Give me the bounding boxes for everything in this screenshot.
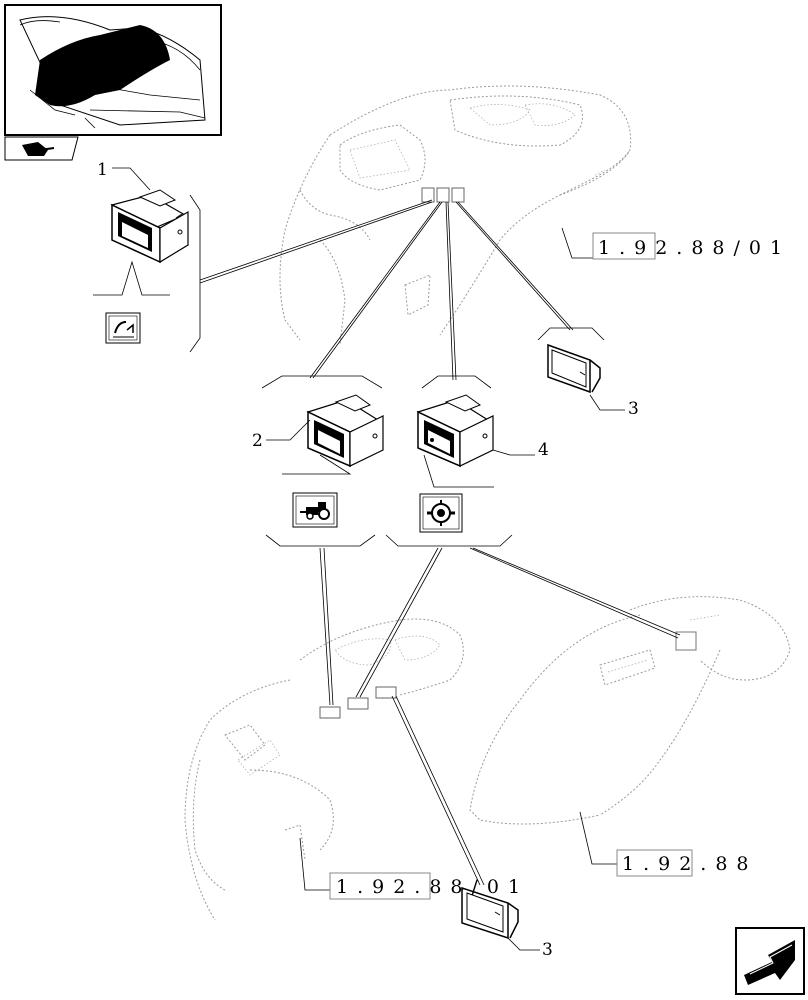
svg-text:1.92.88/01: 1.92.88/01	[336, 876, 529, 898]
callout-2: 2	[252, 431, 263, 451]
tractor-section-icon	[4, 136, 79, 161]
callout-3-bottom: 3	[542, 940, 553, 960]
switch-slot-group-bottom	[319, 686, 397, 719]
switch-blank-cover-3-top[interactable]	[547, 343, 601, 394]
thumbnail-tractor-cab-icon	[4, 4, 222, 136]
reference-bottom-right[interactable]: 1.92.88	[579, 811, 758, 877]
switch-slot-group-top	[421, 187, 465, 203]
callout-3-top: 3	[628, 399, 639, 419]
differential-lock-symbol-icon	[419, 493, 463, 533]
left-console-outline	[184, 618, 464, 921]
next-page-arrow-icon[interactable]	[735, 927, 805, 995]
callout-1: 1	[97, 160, 108, 180]
leader-lines-bottom	[319, 547, 681, 886]
callout-leaders	[112, 167, 625, 951]
rocker-switch-4[interactable]	[416, 394, 494, 468]
rocker-switch-2[interactable]	[306, 394, 384, 468]
svg-text:1.92.88/01: 1.92.88/01	[598, 237, 791, 259]
right-fender-outline	[469, 596, 791, 825]
callout-4: 4	[538, 440, 549, 460]
bracket-shapes	[93, 194, 605, 547]
leader-lines-top	[199, 199, 574, 381]
tractor-pto-symbol-icon	[292, 492, 338, 528]
switch-blank-cover-3-bottom[interactable]	[461, 886, 519, 940]
rocker-switch-1[interactable]	[110, 189, 189, 264]
reference-top-right[interactable]: 1.92.88/01	[561, 227, 791, 260]
dashboard-console-outline	[279, 85, 632, 346]
svg-text:1.92.88: 1.92.88	[622, 853, 758, 875]
reference-bottom-left[interactable]: 1.92.88/01	[299, 837, 529, 900]
lift-link-symbol-icon	[105, 312, 141, 344]
